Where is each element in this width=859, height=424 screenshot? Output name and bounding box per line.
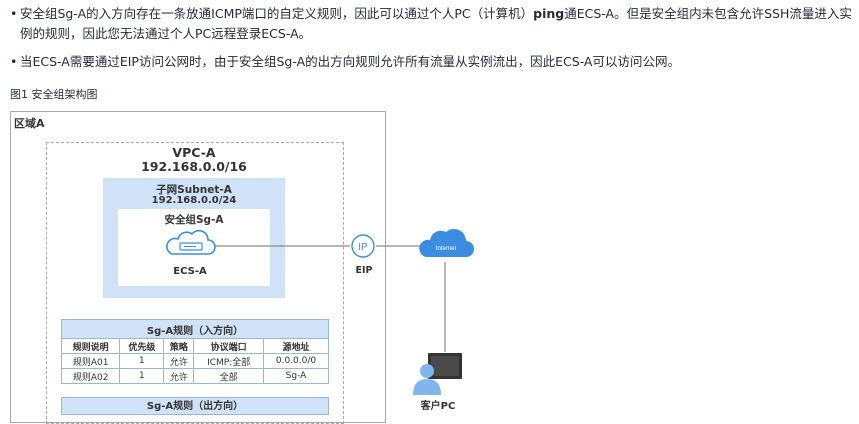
column-header: 规则说明 [60,338,121,354]
column-header: 策略 [163,338,195,354]
diagram-graphics: IP Internet [166,228,474,395]
figure-caption: 图1 安全组架构图 [10,88,98,101]
table-cell: 规则A01 [60,353,121,369]
table-cell: 0.0.0.0/0 [262,353,330,369]
bullet-text-post: 通ECS-A。但是安全组内未包含允许SSH流量进入实例的规则，因此您无法通过个人… [20,6,852,41]
table-header-row: 规则说明 优先级 策略 协议端口 源地址 [60,338,330,354]
eip-icon: IP [351,234,375,258]
table-cell: 全部 [193,368,264,384]
internet-cloud-icon: Internet [419,228,474,257]
vpc-cidr: 192.168.0.0/16 [141,159,247,174]
table-cell: 规则A02 [60,368,121,384]
column-header: 协议端口 [193,338,264,354]
table-row: 规则A01 1 允许 ICMP:全部 0.0.0.0/0 [60,353,330,369]
svg-text:IP: IP [358,242,368,253]
bullet-text: 当ECS-A需要通过EIP访问公网时，由于安全组Sg-A的出方向规则允许所有流量… [20,54,680,69]
bullet-paragraph-outbound: • 当ECS-A需要通过EIP访问公网时，由于安全组Sg-A的出方向规则允许所有… [10,52,855,72]
column-header: 优先级 [119,338,165,354]
security-group-title: 安全组Sg-A [164,214,224,226]
bullet-text-pre: 安全组Sg-A的入方向存在一条放通ICMP端口的自定义规则，因此可以通过个人PC… [20,6,534,21]
bullet-text-bold: ping [533,6,565,21]
bullet-dot: • [10,54,18,69]
table-row: 规则A02 1 允许 全部 Sg-A [60,368,330,384]
ecs-label: ECS-A [173,266,207,277]
column-header: 源地址 [262,338,330,354]
client-pc-label: 客户PC [420,401,456,412]
bullet-paragraph-inbound: • 安全组Sg-A的入方向存在一条放通ICMP端口的自定义规则，因此可以通过个人… [10,4,855,44]
table-cell: Sg-A [262,368,330,384]
eip-label: EIP [355,265,373,276]
table-cell: 允许 [163,353,195,369]
subnet-title: 子网Subnet-A [156,184,232,196]
client-pc-icon [413,353,462,395]
vpc-title: VPC-A [172,145,216,160]
table-cell: ICMP:全部 [193,353,264,369]
table-cell: 1 [119,353,165,369]
region-label: 区域A [14,117,45,130]
ecs-server-icon [166,229,216,255]
inbound-rules-table: Sg-A规则（入方向） 规则说明 优先级 策略 协议端口 源地址 规则A01 1… [60,319,330,384]
outbound-rules-caption: Sg-A规则（出方向） [61,397,329,415]
table-cell: 1 [119,368,165,384]
bullet-dot: • [10,6,18,21]
subnet-cidr: 192.168.0.0/24 [151,195,237,206]
table-cell: 允许 [163,368,195,384]
svg-text:Internet: Internet [436,246,457,252]
inbound-rules-caption: Sg-A规则（入方向） [61,319,329,339]
bullet-text: 安全组Sg-A的入方向存在一条放通ICMP端口的自定义规则，因此可以通过个人PC… [10,4,855,44]
